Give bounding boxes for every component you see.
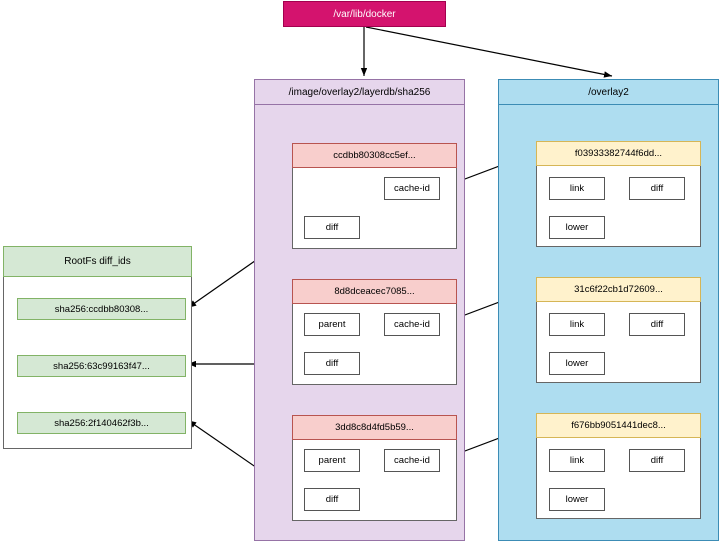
overlay2-dir-1-id: f03933382744f6dd...: [536, 141, 701, 166]
layer-2-diff-slot[interactable]: diff: [304, 352, 360, 375]
layerdb-layer-card-1[interactable]: ccdbb80308cc5ef... cache-id diff: [292, 143, 457, 249]
layer-3-cache-id-slot[interactable]: cache-id: [384, 449, 440, 472]
diffid-item-2[interactable]: sha256:63c99163f47...: [17, 355, 186, 377]
overlay2-dir-card-2[interactable]: 31c6f22cb1d72609... link diff lower: [536, 277, 701, 383]
rootfs-diffids-header: RootFs diff_ids: [3, 246, 192, 277]
layerdb-layer-1-id: ccdbb80308cc5ef...: [292, 143, 457, 168]
dir-1-diff-slot[interactable]: diff: [629, 177, 685, 200]
layer-2-parent-slot[interactable]: parent: [304, 313, 360, 336]
dir-1-lower-slot[interactable]: lower: [549, 216, 605, 239]
diffid-item-1[interactable]: sha256:ccdbb80308...: [17, 298, 186, 320]
diffid-item-3[interactable]: sha256:2f140462f3b...: [17, 412, 186, 434]
layerdb-layer-card-2[interactable]: 8d8dceacec7085... parent cache-id diff: [292, 279, 457, 385]
dir-3-lower-slot[interactable]: lower: [549, 488, 605, 511]
overlay2-dir-3-id: f676bb9051441dec8...: [536, 413, 701, 438]
dir-2-link-slot[interactable]: link: [549, 313, 605, 336]
edge-docker-to-overlay2: [365, 26, 613, 78]
docker-root-node[interactable]: /var/lib/docker: [283, 1, 446, 27]
layer-3-parent-slot[interactable]: parent: [304, 449, 360, 472]
overlay2-dir-2-id: 31c6f22cb1d72609...: [536, 277, 701, 302]
layer-1-diff-slot[interactable]: diff: [304, 216, 360, 239]
overlay2-container-title: /overlay2: [499, 80, 718, 105]
layerdb-layer-card-3[interactable]: 3dd8c8d4fd5b59... parent cache-id diff: [292, 415, 457, 521]
layer-3-diff-slot[interactable]: diff: [304, 488, 360, 511]
layer-2-cache-id-slot[interactable]: cache-id: [384, 313, 440, 336]
layerdb-container-title: /image/overlay2/layerdb/sha256: [255, 80, 464, 105]
dir-2-diff-slot[interactable]: diff: [629, 313, 685, 336]
rootfs-diffids-group[interactable]: RootFs diff_ids sha256:ccdbb80308... sha…: [3, 246, 192, 449]
layerdb-layer-2-id: 8d8dceacec7085...: [292, 279, 457, 304]
dir-2-lower-slot[interactable]: lower: [549, 352, 605, 375]
dir-3-diff-slot[interactable]: diff: [629, 449, 685, 472]
dir-3-link-slot[interactable]: link: [549, 449, 605, 472]
dir-1-link-slot[interactable]: link: [549, 177, 605, 200]
layer-1-cache-id-slot[interactable]: cache-id: [384, 177, 440, 200]
overlay2-dir-card-3[interactable]: f676bb9051441dec8... link diff lower: [536, 413, 701, 519]
overlay2-dir-card-1[interactable]: f03933382744f6dd... link diff lower: [536, 141, 701, 247]
layerdb-layer-3-id: 3dd8c8d4fd5b59...: [292, 415, 457, 440]
